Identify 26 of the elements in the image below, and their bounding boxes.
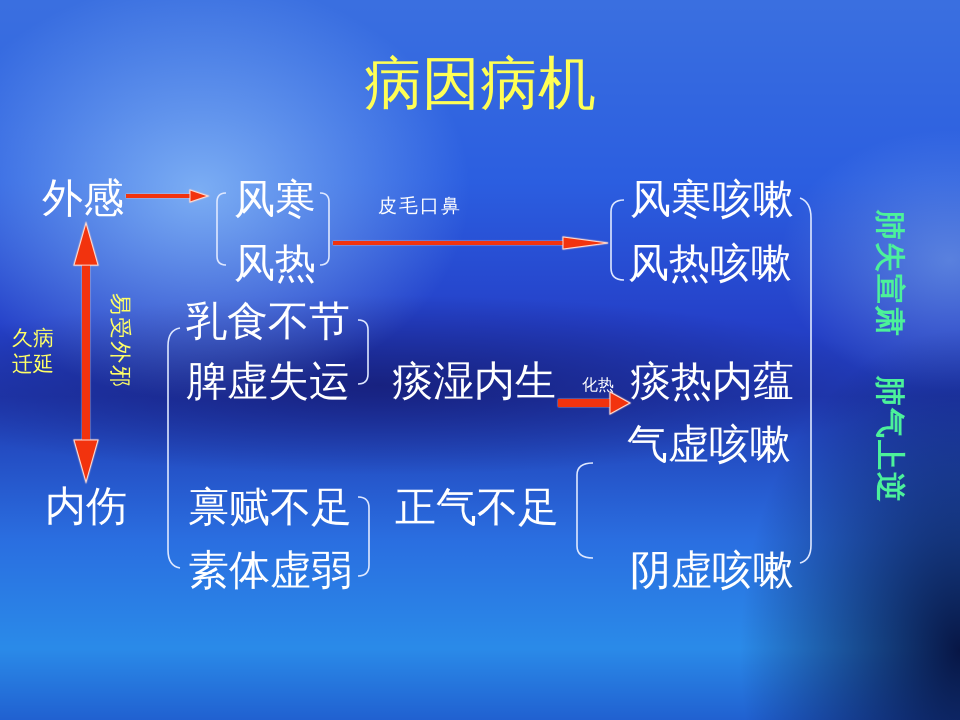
edge-label: 易受外邪 bbox=[107, 293, 132, 389]
edge-label: 皮毛口鼻 bbox=[378, 196, 462, 217]
mechanism-label: 正气不足 bbox=[395, 485, 559, 530]
cough-type-label: 气虚咳嗽 bbox=[627, 422, 791, 468]
pathogen-label: 风寒 bbox=[234, 177, 316, 222]
conclusion-label: 肺失宣肃 bbox=[873, 210, 906, 338]
cough-type-label: 风热咳嗽 bbox=[628, 241, 792, 286]
cough-type-label: 痰热内蕴 bbox=[630, 359, 794, 404]
mechanism-label: 痰湿内生 bbox=[392, 359, 556, 404]
double-arrow bbox=[74, 222, 98, 482]
cause-label: 脾虚失运 bbox=[186, 359, 350, 404]
side-note: 久病迁延 bbox=[12, 325, 55, 378]
cough-type-label: 阴虚咳嗽 bbox=[630, 548, 794, 594]
cause-label: 禀赋不足 bbox=[188, 485, 352, 530]
cause-label: 乳食不节 bbox=[186, 299, 350, 344]
cough-type-label: 风寒咳嗽 bbox=[630, 177, 794, 222]
conclusion-label: 肺气上逆 bbox=[873, 376, 906, 504]
cause-label: 素体虚弱 bbox=[188, 548, 352, 594]
slide-title: 病因病机 bbox=[364, 52, 596, 116]
category-label: 内伤 bbox=[45, 484, 127, 530]
arrow bbox=[333, 236, 608, 250]
pathogen-label: 风热 bbox=[234, 241, 316, 286]
arrow bbox=[558, 392, 630, 414]
category-label: 外感 bbox=[42, 176, 124, 222]
edge-label: 化热 bbox=[582, 376, 614, 394]
arrow bbox=[126, 190, 208, 202]
